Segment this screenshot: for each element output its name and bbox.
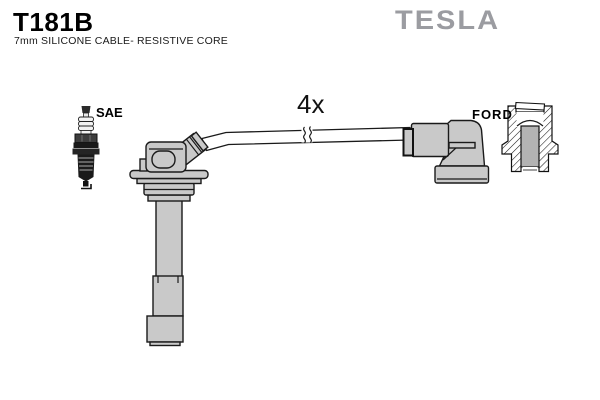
quantity-label: 4x xyxy=(297,89,325,119)
boot-barrel xyxy=(410,122,450,158)
ford-terminal-cross-section-icon xyxy=(501,101,559,173)
boot-tube xyxy=(155,199,183,278)
tesla-logo: TESLA xyxy=(395,6,501,36)
sae-standard-label: SAE xyxy=(96,105,123,120)
cable-break-icon xyxy=(301,125,313,144)
boot-ring xyxy=(147,194,191,202)
boot-end-cap xyxy=(146,315,184,343)
boot-head-window xyxy=(151,150,176,169)
product-subtitle: 7mm SILICONE CABLE- RESISTIVE CORE xyxy=(14,35,228,47)
distributor-boot-drawing xyxy=(402,119,490,184)
boot-flange-lip xyxy=(136,177,202,185)
spark-plug-icon xyxy=(72,106,100,190)
coil-boot-drawing xyxy=(129,131,209,347)
boot-skirt xyxy=(434,165,490,184)
boot-cable-cap xyxy=(402,128,414,157)
part-number: T181B xyxy=(13,7,94,37)
cable-drawing xyxy=(201,125,411,152)
ford-standard-label: FORD xyxy=(472,107,513,122)
boot-slot xyxy=(448,141,476,149)
